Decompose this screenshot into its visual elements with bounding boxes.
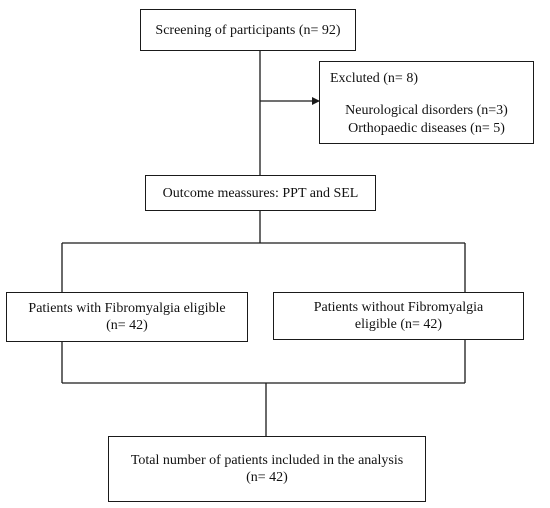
total-included-line2: (n= 42) bbox=[246, 470, 288, 485]
total-included-box: Total number of patients included in the… bbox=[108, 436, 426, 502]
excluded-reason-orthopaedic: Orthopaedic diseases (n= 5) bbox=[348, 121, 505, 136]
screening-label: Screening of participants (n= 92) bbox=[155, 22, 341, 38]
fibromyalgia-group-line2: (n= 42) bbox=[106, 318, 148, 333]
non-fibromyalgia-group-line1: Patients without Fibromyalgia bbox=[313, 300, 484, 315]
fibromyalgia-group-line1: Patients with Fibromyalgia eligible bbox=[28, 301, 226, 316]
non-fibromyalgia-group-line2: eligible (n= 42) bbox=[354, 317, 443, 332]
excluded-title: Excluted (n= 8) bbox=[330, 71, 418, 86]
excluded-reasons: Neurological disorders (n=3) Orthopaedic… bbox=[320, 102, 533, 138]
outcome-box: Outcome meassures: PPT and SEL bbox=[145, 175, 376, 211]
excluded-box: Excluted (n= 8) Neurological disorders (… bbox=[319, 61, 534, 144]
fibromyalgia-group-box: Patients with Fibromyalgia eligible (n= … bbox=[6, 292, 248, 342]
screening-box: Screening of participants (n= 92) bbox=[140, 9, 356, 51]
total-included-line1: Total number of patients included in the… bbox=[130, 453, 404, 468]
non-fibromyalgia-group-box: Patients without Fibromyalgia eligible (… bbox=[273, 292, 524, 340]
excluded-reason-neurological: Neurological disorders (n=3) bbox=[345, 103, 508, 118]
outcome-label: Outcome meassures: PPT and SEL bbox=[162, 185, 359, 201]
